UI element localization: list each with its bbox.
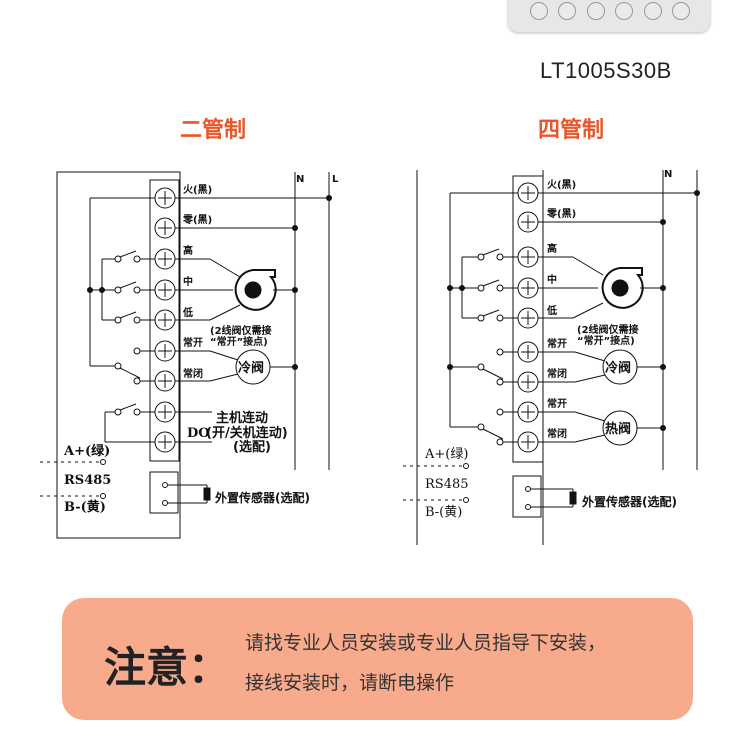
sensor-label: 外置传感器(选配) (215, 490, 310, 505)
terminal-label: 中 (547, 273, 557, 286)
n-label: N (296, 174, 304, 185)
do-label: (开/关机连动) (206, 425, 288, 441)
terminal-label: 零(黑) (182, 213, 212, 226)
terminal-label: 火(黑) (183, 184, 212, 196)
terminal-label: 常开 (547, 397, 567, 410)
cold-valve-label: 冷阀 (238, 360, 264, 376)
n-label: N (664, 169, 672, 180)
valve-note: “常开”接点) (577, 334, 635, 347)
cold-valve-label: 冷阀 (605, 360, 631, 376)
rs485-b-label: B-(黄) (425, 505, 462, 520)
terminal-label: 常闭 (547, 427, 567, 440)
terminal-label: 常闭 (183, 367, 203, 380)
sensor-terminal (149, 471, 179, 514)
sensor-label: 外置传感器(选配) (582, 494, 677, 509)
model-number: LT1005S30B (540, 58, 672, 83)
device-button (587, 2, 605, 20)
terminal-label: 火(黑) (547, 179, 576, 191)
wiring-diagrams: N L 冷阀 火(黑) 零(黑 (40, 169, 701, 545)
terminal-label: 低 (182, 306, 193, 319)
four-pipe-title: 四管制 (538, 118, 605, 143)
fan-motor-icon (601, 267, 644, 309)
two-pipe-title: 二管制 (180, 118, 247, 143)
notice-line: 接线安装时，请断电操作 (245, 672, 455, 694)
terminal-label: 常闭 (547, 367, 567, 380)
terminal-label: 零(黑) (546, 207, 576, 220)
terminal-label: 低 (546, 304, 557, 317)
notice-line: 请找专业人员安装或专业人员指导下安装， (245, 632, 607, 654)
valve-note: (2线阀仅需接 (210, 324, 272, 337)
four-pipe-diagram: N 冷阀 热阀 火(黑) (403, 169, 701, 545)
l-label: L (332, 174, 339, 185)
notice-box: 注意： 请找专业人员安装或专业人员指导下安装， 接线安装时，请断电操作 (62, 598, 693, 720)
sensor-icon (569, 491, 577, 505)
device-image (508, 0, 710, 32)
valve-note: “常开”接点) (210, 335, 268, 348)
hot-valve-label: 热阀 (605, 421, 631, 437)
fan-motor-icon (234, 269, 277, 311)
valve-note: (2线阀仅需接 (577, 323, 639, 336)
terminal-label: 中 (183, 275, 193, 288)
terminal-label: 常开 (547, 337, 567, 350)
terminal-label: 高 (183, 244, 193, 257)
two-pipe-diagram: N L 冷阀 火(黑) 零(黑 (40, 171, 339, 539)
controller-outline (56, 171, 181, 539)
device-button (615, 2, 633, 20)
device-button (530, 2, 548, 20)
sensor-icon (203, 487, 211, 501)
device-button (644, 2, 662, 20)
notice-heading: 注意： (104, 643, 231, 692)
sensor-terminal (512, 475, 542, 518)
terminal-label: 常开 (183, 336, 203, 349)
device-button (558, 2, 576, 20)
rs485-a-label: A+(绿) (63, 443, 110, 459)
rs485-b-label: B-(黄) (64, 499, 106, 515)
rs485-label: RS485 (425, 477, 469, 492)
terminal-label: 高 (547, 242, 557, 255)
device-button (672, 2, 690, 20)
rs485-label: RS485 (64, 473, 111, 488)
do-label: (选配) (233, 439, 271, 455)
rs485-a-label: A+(绿) (424, 447, 468, 462)
do-label: 主机连动 (216, 410, 268, 426)
do-name: DO (187, 426, 210, 441)
